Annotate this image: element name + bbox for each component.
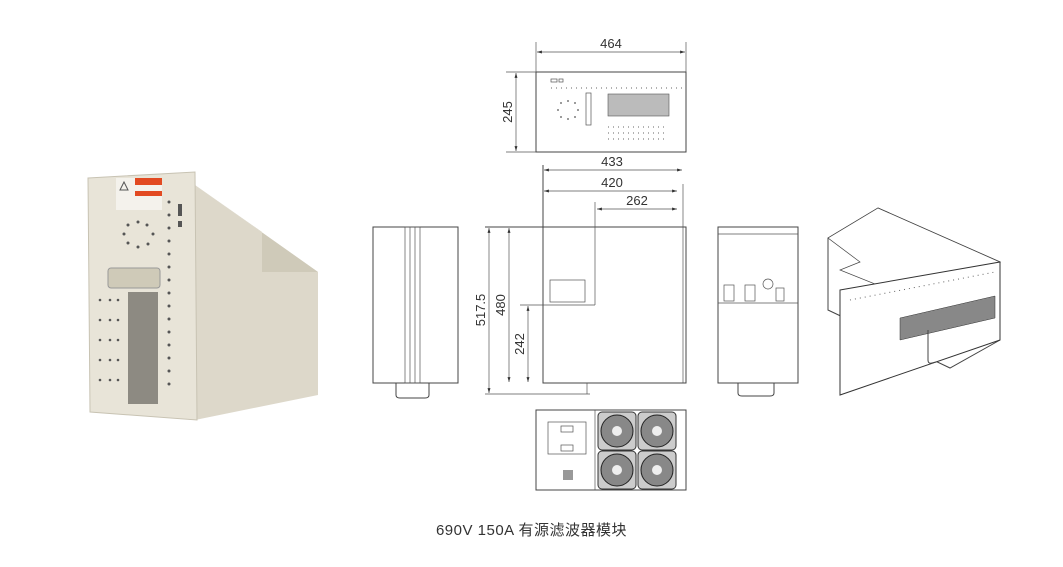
- dimension-517-5: 517.5: [473, 228, 491, 393]
- front-view: [535, 71, 687, 153]
- front-grille: [899, 295, 996, 341]
- front-grille: [607, 93, 670, 117]
- dimension-433: 433: [544, 154, 682, 172]
- handle: [927, 330, 937, 364]
- isometric-view: [827, 207, 1002, 396]
- rear-view: [535, 409, 687, 491]
- figure-caption: 690V 150A 有源滤波器模块: [435, 522, 628, 539]
- rear-side-view: [717, 226, 799, 397]
- dimension-464: 464: [535, 36, 687, 72]
- dim-label: 480: [493, 294, 508, 316]
- dimension-245: 245: [500, 71, 536, 153]
- dim-label: 242: [512, 333, 527, 355]
- handle: [395, 383, 430, 399]
- product-photo: [87, 171, 318, 421]
- dimension-262: 262: [597, 193, 677, 211]
- side-view: [485, 165, 687, 395]
- fan-icon: [597, 411, 637, 451]
- terminal-block: [549, 279, 586, 303]
- fan-icon: [637, 450, 677, 490]
- fan-icon: [597, 450, 637, 490]
- dimension-480: 480: [493, 228, 511, 382]
- dim-label: 420: [601, 175, 623, 190]
- dim-label: 262: [626, 193, 648, 208]
- dimension-242: 242: [512, 306, 530, 382]
- dim-label: 245: [500, 101, 515, 123]
- dim-label: 433: [601, 154, 623, 169]
- fan-icon: [637, 411, 677, 451]
- dimension-420: 420: [544, 175, 677, 193]
- vent-grille: [128, 292, 158, 404]
- top-view: [372, 226, 459, 399]
- handle: [107, 267, 161, 289]
- handle: [737, 383, 775, 397]
- dim-label: 517.5: [473, 294, 488, 327]
- dim-label: 464: [600, 36, 622, 51]
